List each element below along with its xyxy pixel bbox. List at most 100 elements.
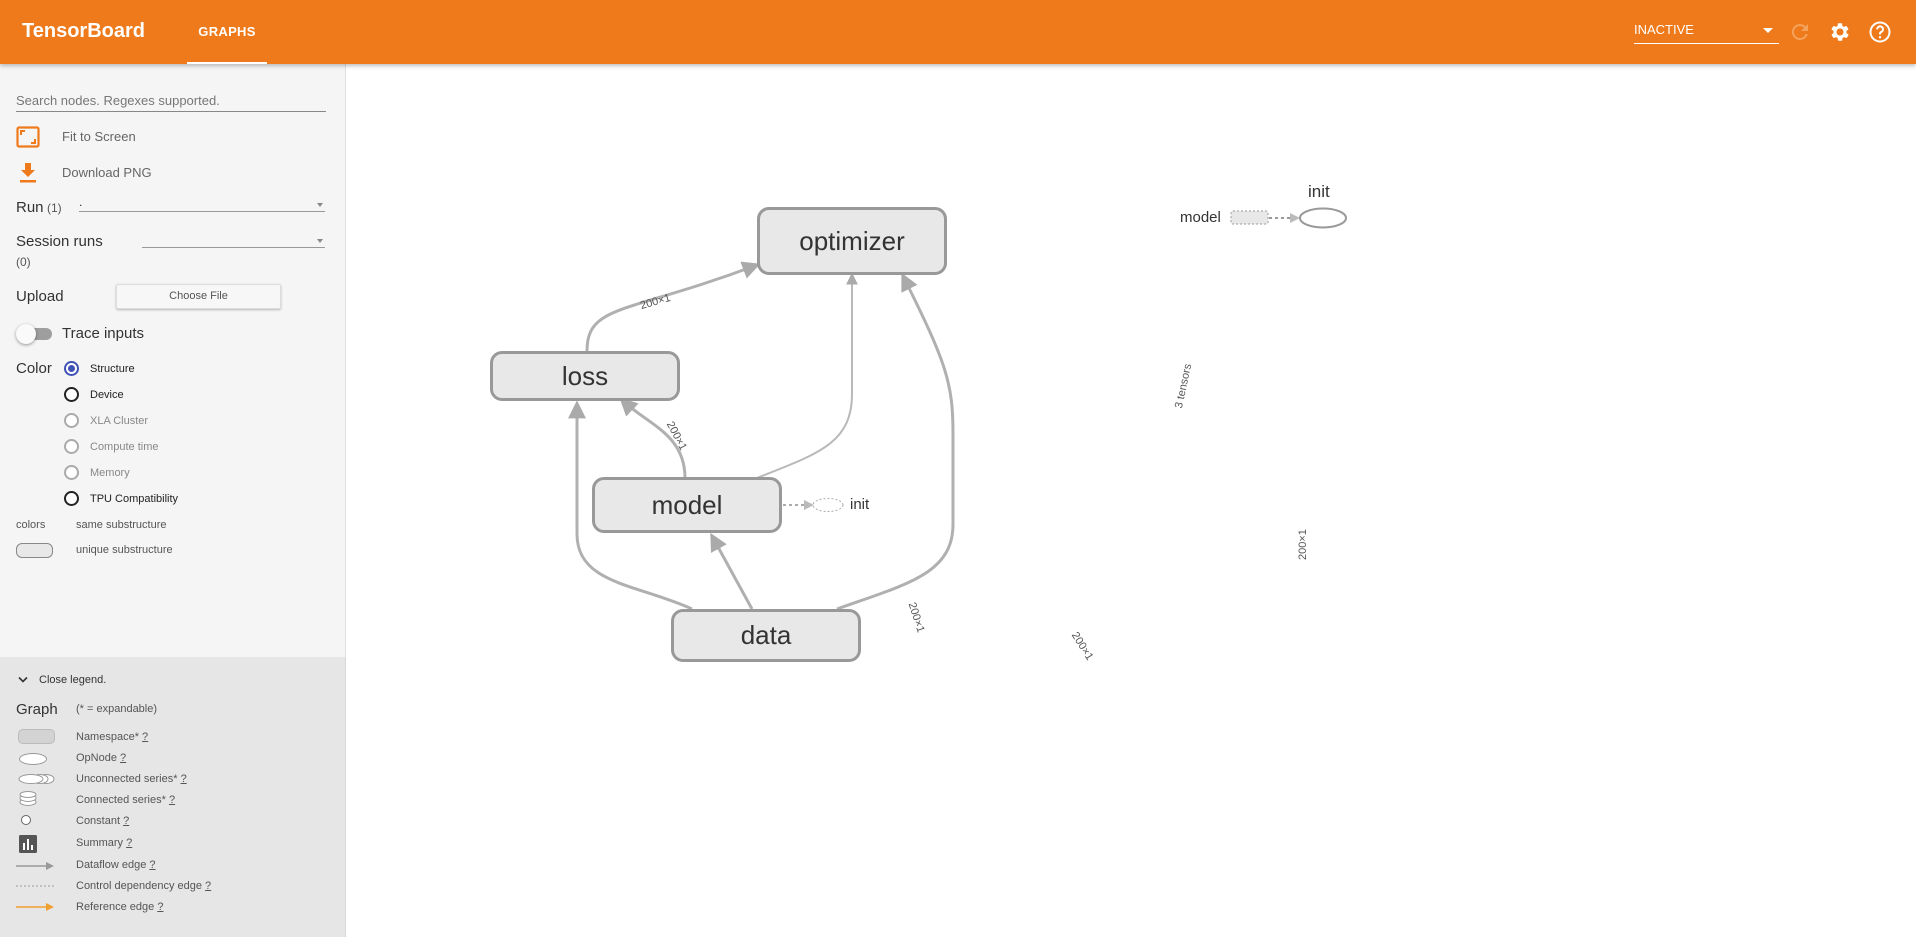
legend-graph-label: Graph — [16, 701, 58, 718]
unique-substructure-label: unique substructure — [76, 544, 173, 556]
legend-namespace-help[interactable]: ? — [142, 731, 149, 743]
color-radio-structure[interactable] — [64, 361, 79, 376]
settings-gear-icon[interactable] — [1828, 20, 1852, 44]
session-runs-label: Session runs — [16, 233, 103, 250]
download-png-button[interactable]: Download PNG — [16, 162, 316, 186]
control-dependency-edge-swatch — [16, 885, 54, 887]
legend-dataflow-help[interactable]: ? — [149, 859, 156, 871]
download-icon — [20, 163, 36, 183]
run-label: Run — [16, 199, 44, 216]
edge-model-loss — [619, 397, 687, 479]
app-title: TensorBoard — [22, 20, 145, 42]
aux-init-node — [1299, 207, 1347, 229]
run-count: (1) — [47, 201, 62, 215]
legend-namespace: Namespace* ? — [76, 731, 148, 743]
init-inline-node — [812, 498, 844, 512]
graph-edges — [568, 207, 1347, 611]
node-optimizer[interactable]: optimizer — [757, 207, 947, 275]
init-inline-label: init — [850, 496, 870, 513]
session-runs-select[interactable] — [142, 234, 325, 248]
session-runs-count: (0) — [16, 255, 31, 269]
color-radio-tpu-compatibility[interactable] — [64, 491, 79, 506]
legend-namespace-label: Namespace* — [76, 731, 139, 743]
color-radio-compute-time[interactable] — [64, 439, 79, 454]
edge-label-data-optimizer: 200×1 — [1297, 529, 1309, 560]
fit-to-screen-button[interactable]: Fit to Screen — [16, 126, 316, 150]
search-nodes-input[interactable] — [16, 90, 326, 112]
edge-data-loss — [568, 400, 693, 611]
run-dropdown-arrow-icon — [317, 203, 323, 207]
fit-to-screen-label: Fit to Screen — [62, 129, 136, 144]
connected-series-swatch — [19, 791, 37, 806]
legend-unconnected-help[interactable]: ? — [180, 773, 187, 785]
legend-reference-edge: Reference edge ? — [76, 901, 163, 913]
legend-connected-label: Connected series* — [76, 794, 166, 806]
edge-data-model — [710, 532, 754, 610]
legend-dataflow-label: Dataflow edge — [76, 859, 147, 871]
sidebar: Fit to Screen Download PNG Run (1) . Ses… — [0, 64, 346, 657]
color-option-tpu-compatibility: TPU Compatibility — [90, 493, 179, 505]
graph-canvas[interactable]: 200×1 200×1 3 tensors 200×1 200×1 200×1 … — [347, 64, 1916, 937]
constant-swatch — [21, 815, 31, 825]
plugin-select-value: INACTIVE — [1634, 22, 1694, 37]
aux-init-label: init — [1308, 182, 1330, 201]
session-dropdown-arrow-icon — [317, 239, 323, 243]
legend-constant: Constant ? — [76, 815, 129, 827]
reload-icon[interactable] — [1788, 20, 1812, 44]
legend-summary-label: Summary — [76, 837, 124, 849]
tab-graphs[interactable]: GRAPHS — [187, 0, 267, 64]
help-icon[interactable] — [1868, 20, 1892, 44]
color-option-device: Device — [90, 389, 124, 401]
color-radio-memory[interactable] — [64, 465, 79, 480]
edge-data-optimizer — [836, 272, 955, 611]
legend-constant-label: Constant — [76, 815, 121, 827]
legend-reference-help[interactable]: ? — [157, 901, 164, 913]
legend-opnode-help[interactable]: ? — [120, 752, 127, 764]
color-radio-xla-cluster[interactable] — [64, 413, 79, 428]
fit-to-screen-icon — [16, 126, 40, 148]
summary-icon — [19, 835, 37, 853]
color-radio-device[interactable] — [64, 387, 79, 402]
download-png-label: Download PNG — [62, 165, 152, 180]
legend-opnode: OpNode ? — [76, 752, 126, 764]
legend-unconnected-series: Unconnected series* ? — [76, 773, 187, 785]
run-select[interactable]: . — [79, 195, 325, 212]
edge-loss-optimizer — [585, 261, 761, 352]
node-model[interactable]: model — [592, 477, 782, 533]
legend-constant-help[interactable]: ? — [123, 815, 130, 827]
choose-file-button[interactable]: Choose File — [116, 284, 281, 309]
legend-control-help[interactable]: ? — [205, 880, 212, 892]
reference-edge-swatch — [16, 903, 54, 911]
top-bar: TensorBoard GRAPHS INACTIVE — [0, 0, 1916, 64]
legend-panel: Close legend. Graph (* = expandable) Nam… — [0, 657, 346, 937]
legend-unconnected-label: Unconnected series* — [76, 773, 178, 785]
color-option-xla-cluster: XLA Cluster — [90, 415, 149, 427]
color-option-compute-time: Compute time — [90, 441, 159, 453]
legend-summary: Summary ? — [76, 837, 132, 849]
legend-opnode-label: OpNode — [76, 752, 117, 764]
aux-model-label: model — [1180, 209, 1221, 226]
colors-label: colors — [16, 519, 46, 531]
namespace-swatch — [18, 729, 55, 744]
node-data[interactable]: data — [671, 609, 861, 662]
plugin-select[interactable]: INACTIVE — [1634, 18, 1779, 44]
legend-connected-help[interactable]: ? — [168, 794, 176, 806]
unique-substructure-swatch — [16, 543, 53, 558]
legend-control-label: Control dependency edge — [76, 880, 202, 892]
close-legend-button[interactable]: Close legend. — [18, 673, 218, 689]
close-legend-label: Close legend. — [39, 674, 107, 686]
chevron-down-icon — [18, 676, 28, 683]
legend-reference-label: Reference edge — [76, 901, 155, 913]
tab-active-indicator — [187, 62, 267, 64]
same-substructure-label: same substructure — [76, 519, 167, 531]
color-label: Color — [16, 360, 52, 377]
legend-summary-help[interactable]: ? — [126, 837, 133, 849]
trace-inputs-toggle[interactable]: Trace inputs — [16, 324, 316, 344]
color-option-structure: Structure — [90, 363, 135, 375]
node-loss[interactable]: loss — [490, 351, 680, 401]
unconnected-series-swatch — [18, 774, 55, 784]
edge-model-optimizer — [756, 272, 858, 479]
tab-graphs-label: GRAPHS — [198, 24, 256, 39]
aux-model-node — [1230, 210, 1269, 225]
legend-control-edge: Control dependency edge ? — [76, 880, 211, 892]
